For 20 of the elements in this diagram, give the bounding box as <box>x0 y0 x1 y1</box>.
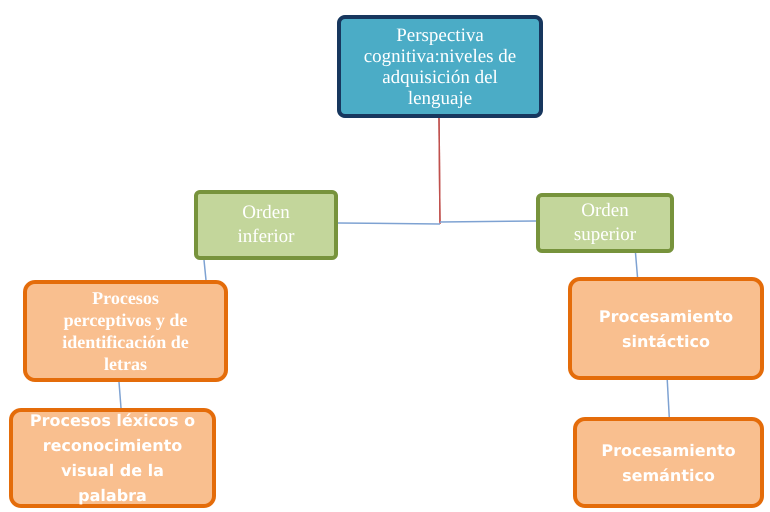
box-label: Procesos perceptivos y de identificación de letras <box>61 287 190 375</box>
connector-line <box>634 252 638 278</box>
box-label: Orden superior <box>572 199 638 247</box>
process-box <box>194 190 338 260</box>
connector-line <box>338 222 440 225</box>
box-label: Orden inferior <box>236 201 296 249</box>
process-box <box>9 408 216 508</box>
connector-line <box>118 382 122 408</box>
connector-line <box>203 260 207 280</box>
connector-line <box>666 380 670 418</box>
box-label: Perspectiva cognitiva:niveles de adquisición del lenguaje <box>362 24 518 108</box>
process-box <box>568 277 764 380</box>
box-label: Procesamiento sintáctico <box>598 306 734 352</box>
process-box <box>573 417 764 508</box>
connector-line <box>440 220 536 223</box>
box-label: Procesos léxicos o reconocimiento visual de la palabra <box>28 410 196 507</box>
process-box <box>337 15 543 118</box>
process-box <box>23 280 228 382</box>
process-box <box>536 193 674 253</box>
box-label: Procesamiento semántico <box>600 440 737 486</box>
